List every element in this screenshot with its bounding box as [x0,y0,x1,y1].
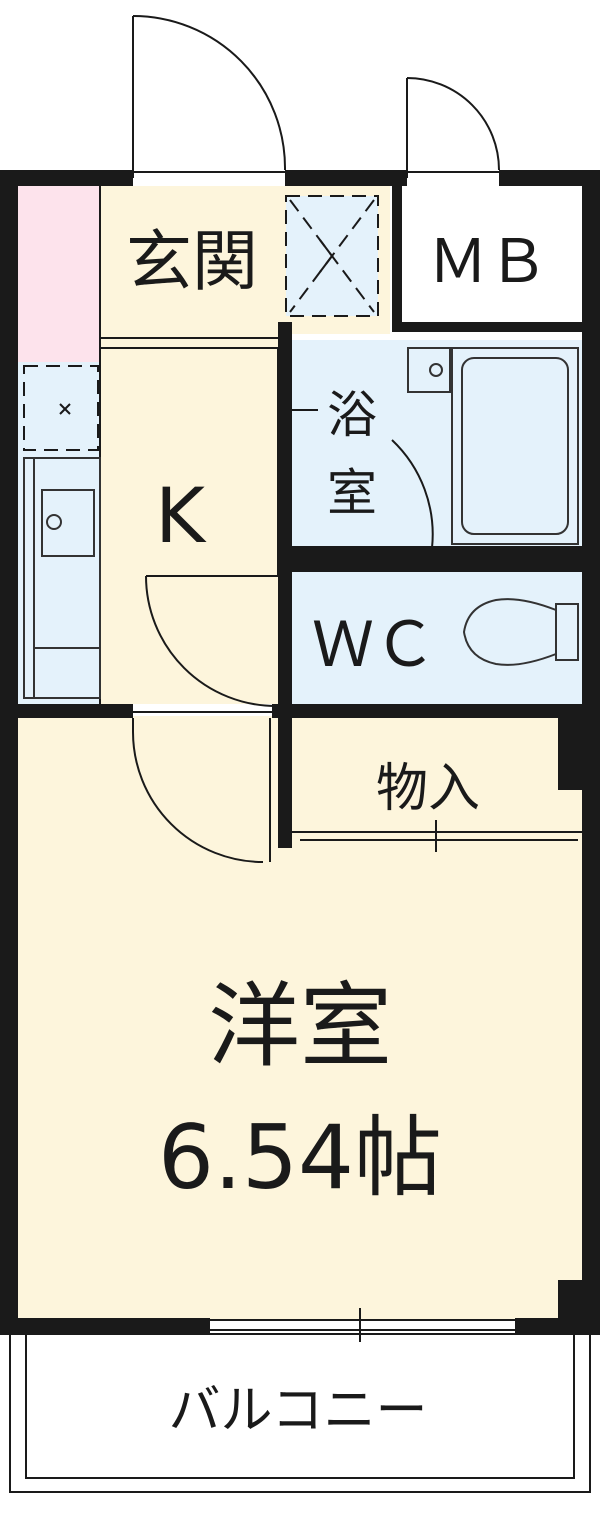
kitchen-fill [100,334,278,704]
meter-box-fill [402,186,582,322]
balcony-label: バルコニー [169,1381,428,1441]
toilet-bowl [462,598,579,666]
entrance-door-swing [132,15,287,178]
refrigerator-mark [59,403,71,415]
kitchen-door-swing [145,575,278,707]
western-room-size-label: 6.54帖 [158,1106,442,1209]
storage-label: 物入 [376,759,480,819]
shoe-cabinet-mark [319,239,334,273]
kitchen-label: K [155,471,207,560]
toilet-label: ＷＣ [312,608,436,681]
bathroom-door-swing [292,409,434,549]
kitchen-counter [23,457,101,699]
refrigerator-space [23,365,99,451]
storage-left-fill [18,186,100,362]
bathtub [451,347,579,545]
walls [0,170,600,1335]
storage-wall-bottom [278,840,292,848]
balcony-outline [9,1333,591,1493]
balcony-window [210,1308,515,1342]
washbasin [407,347,451,393]
western-room-door-swing [132,711,272,863]
meter-box-label: ＭＢ [428,227,548,297]
bathroom-label-line1: 浴 [327,386,377,444]
meter-box-door-swing [406,77,500,178]
storage-sliding-door [292,820,582,852]
toilet-fill [290,572,582,706]
western-room-label: 洋室 [208,973,392,1080]
western-room-fill-upper [18,716,280,846]
bathroom-label-line2: 室 [327,464,377,522]
entrance-label: 玄関 [126,223,258,300]
